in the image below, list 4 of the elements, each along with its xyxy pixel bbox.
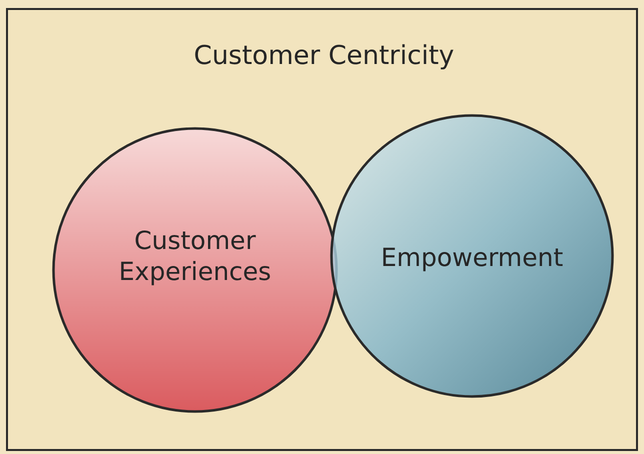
frame-panel bbox=[6, 8, 638, 451]
circle-label: Empowerment bbox=[380, 242, 564, 274]
title-label: Customer Centricity bbox=[192, 40, 456, 72]
circle-label: Customer Experiences bbox=[118, 225, 272, 288]
